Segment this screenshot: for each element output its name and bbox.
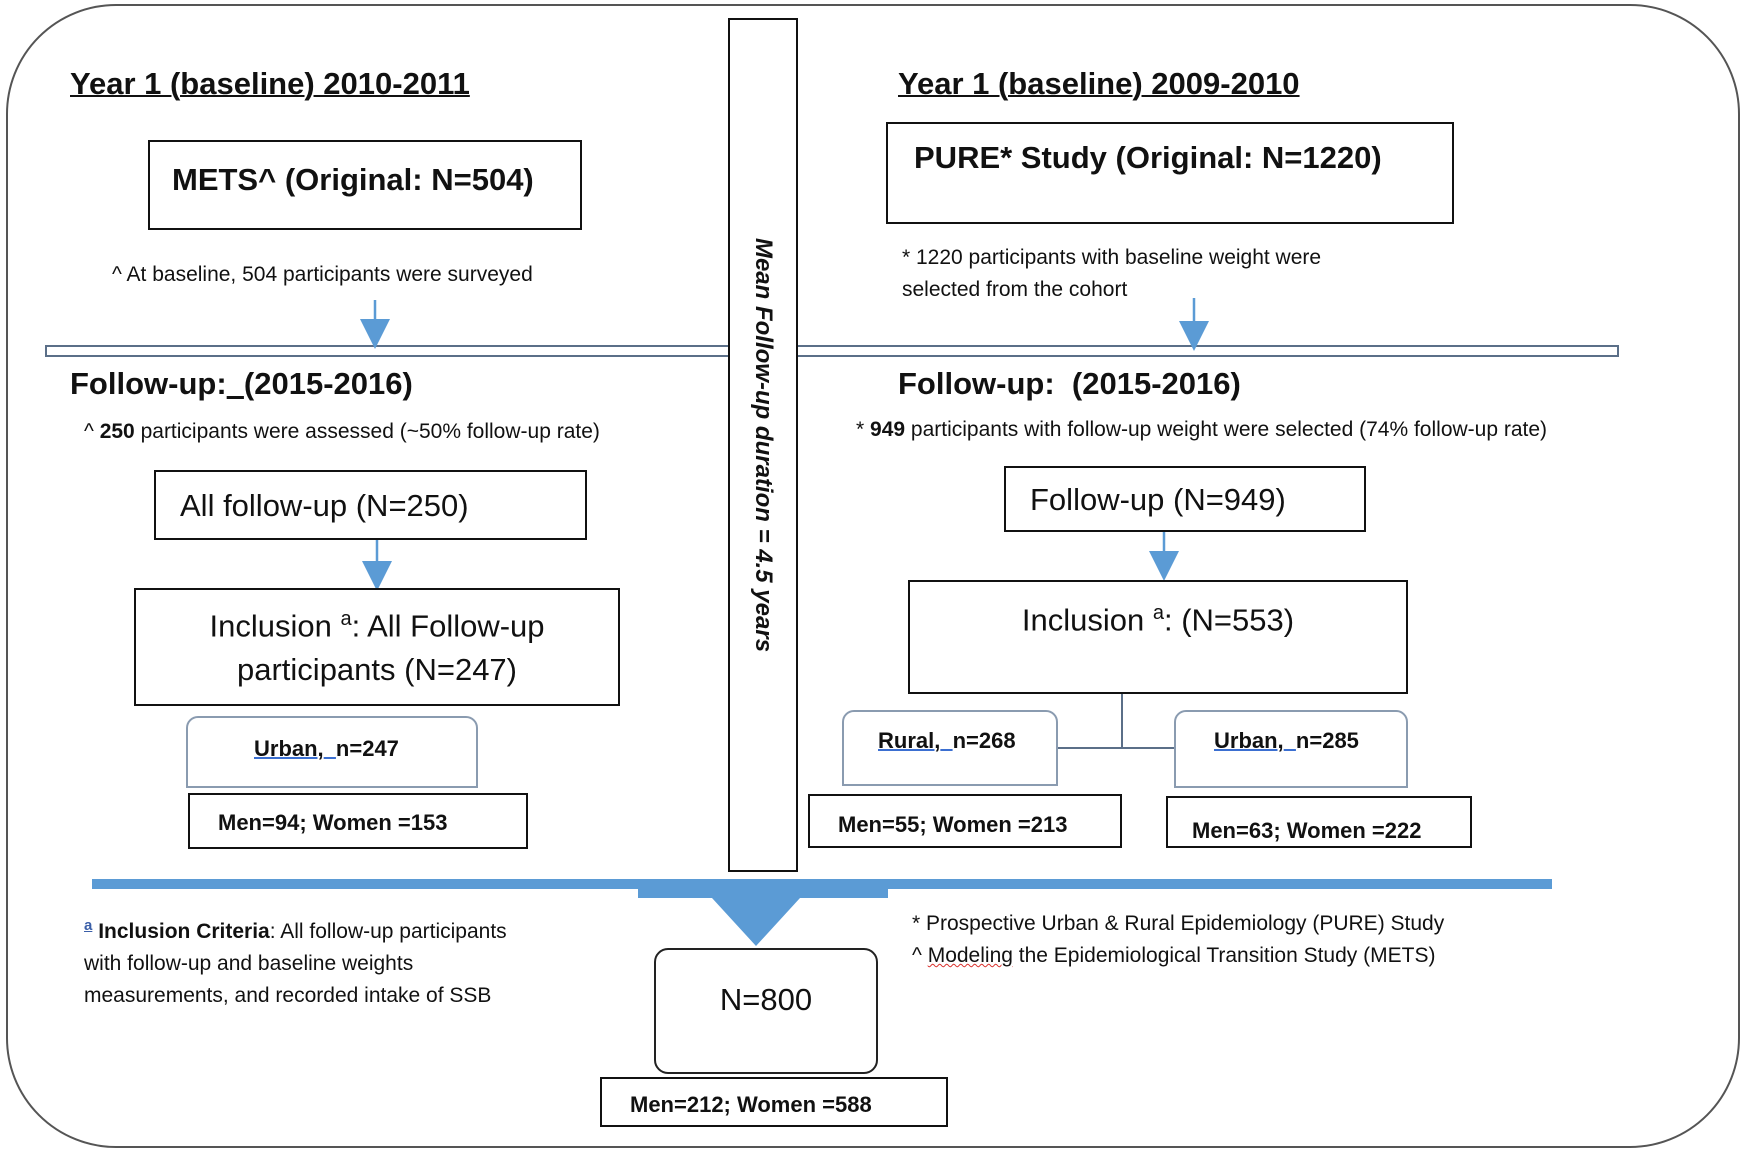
total-sex-split-label: Men=212; Women =588 [630, 1092, 872, 1117]
right-inclusion-prefix: Inclusion [1021, 602, 1153, 638]
right-followup-heading: Follow-up: (2015-2016) [898, 366, 1241, 402]
rural-box: Rural, n=268 [842, 710, 1058, 786]
total-label: N=800 [719, 982, 813, 1017]
left-followup-heading-a: Follow-up: [70, 366, 227, 401]
funnel-neck [638, 886, 888, 898]
right-urban-word: Urban, [1214, 728, 1284, 753]
mets-original-box: METS^ (Original: N=504) [148, 140, 582, 230]
pure-baseline-note-line1: * 1220 participants with baseline weight… [902, 246, 1322, 269]
inclusion-criteria-title: Inclusion Criteria [98, 920, 270, 943]
mets-baseline-note: ^ At baseline, 504 participants were sur… [112, 263, 533, 286]
mets-definition-rest: the Epidemiological Transition Study (ME… [1012, 944, 1436, 967]
left-followup-note: ^ 250 participants were assessed (~50% f… [84, 420, 600, 444]
right-inclusion-sup: a [1152, 602, 1164, 624]
right-urban-box: Urban, n=285 [1174, 710, 1408, 788]
inclusion-criteria-line2: with follow-up and baseline weights [84, 952, 414, 975]
mets-original-label: METS^ (Original: N=504) [172, 162, 534, 197]
left-urban-label: Urban, n=247 [254, 736, 399, 762]
right-urban-label: Urban, n=285 [1214, 728, 1359, 754]
inclusion-criteria-line1: a Inclusion Criteria: All follow-up part… [84, 910, 507, 948]
outer-rounded-frame [6, 4, 1740, 1148]
mets-definition-prefix: ^ [912, 944, 928, 967]
left-inclusion-prefix: Inclusion [209, 608, 341, 644]
right-followup-note-count: 949 [870, 418, 906, 441]
rural-sex-split-label: Men=55; Women =213 [838, 812, 1068, 837]
left-all-followup-box: All follow-up (N=250) [154, 470, 587, 540]
rural-sex-split-box: Men=55; Women =213 [808, 794, 1122, 848]
funnel-arrow [712, 898, 800, 946]
right-urban-sex-split-label: Men=63; Women =222 [1192, 818, 1422, 843]
right-urban-count: n=285 [1295, 728, 1359, 753]
section-divider-bar [45, 345, 1619, 357]
right-followup-note: * 949 participants with follow-up weight… [856, 418, 1547, 442]
rural-count: n=268 [952, 728, 1016, 753]
left-followup-note-prefix: ^ [84, 420, 100, 443]
right-inclusion-suffix: : (N=553) [1164, 602, 1295, 638]
mean-followup-label: Mean Follow-up duration = 4.5 years [750, 237, 777, 653]
left-year-heading: Year 1 (baseline) 2010-2011 [70, 66, 470, 101]
pure-baseline-note: * 1220 participants with baseline weight… [902, 242, 1321, 306]
mets-definition: ^ Modeling the Epidemiological Transitio… [912, 940, 1444, 972]
mean-followup-bar [728, 18, 798, 872]
rural-label: Rural, n=268 [878, 728, 1016, 754]
right-followup-note-prefix: * [856, 418, 871, 441]
left-inclusion-suffix: : All Follow-up [351, 608, 545, 644]
left-urban-word: Urban, [254, 736, 324, 761]
left-followup-note-count: 250 [99, 420, 135, 443]
right-urban-sex-split-box: Men=63; Women =222 [1166, 796, 1472, 848]
mets-definition-first-word: Modeling [927, 944, 1013, 967]
right-followup-heading-b: (2015-2016) [1071, 366, 1241, 401]
left-all-followup-label: All follow-up (N=250) [180, 488, 469, 523]
left-followup-note-text: participants were assessed (~50% follow-… [134, 420, 600, 443]
left-followup-heading-b: (2015-2016) [243, 366, 413, 401]
total-box: N=800 [654, 948, 878, 1074]
right-followup-heading-a: Follow-up: [898, 366, 1055, 401]
study-definitions: * Prospective Urban & Rural Epidemiology… [912, 908, 1444, 972]
rural-word: Rural, [878, 728, 941, 753]
left-inclusion-sup: a [340, 608, 352, 630]
left-inclusion-line2: participants (N=247) [237, 652, 517, 687]
pure-definition: * Prospective Urban & Rural Epidemiology… [912, 912, 1445, 935]
inclusion-criteria-line3: measurements, and recorded intake of SSB [84, 984, 492, 1007]
inclusion-criteria-marker: a [84, 917, 93, 934]
pure-original-label: PURE* Study (Original: N=1220) [914, 140, 1382, 175]
pure-baseline-note-line2: selected from the cohort [902, 278, 1128, 301]
bottom-divider-bar [92, 879, 1552, 889]
left-urban-count: n=247 [335, 736, 399, 761]
left-inclusion-line1: Inclusion a: All Follow-up [136, 608, 618, 644]
left-sex-split-label: Men=94; Women =153 [218, 810, 448, 835]
right-followup-note-text: participants with follow-up weight were … [905, 418, 1548, 441]
inclusion-criteria-footnote: a Inclusion Criteria: All follow-up part… [84, 910, 507, 1012]
right-year-heading: Year 1 (baseline) 2009-2010 [898, 66, 1300, 101]
left-followup-heading: Follow-up: (2015-2016) [70, 366, 413, 402]
total-sex-split-box: Men=212; Women =588 [600, 1077, 948, 1127]
pure-original-box: PURE* Study (Original: N=1220) [886, 122, 1454, 224]
right-followup-label: Follow-up (N=949) [1030, 482, 1286, 517]
right-inclusion-box: Inclusion a: (N=553) [908, 580, 1408, 694]
left-urban-box: Urban, n=247 [186, 716, 478, 788]
left-sex-split-box: Men=94; Women =153 [188, 793, 528, 849]
inclusion-criteria-text1: : All follow-up participants [269, 920, 507, 943]
left-inclusion-box: Inclusion a: All Follow-up participants … [134, 588, 620, 706]
right-inclusion-label: Inclusion a: (N=553) [910, 602, 1406, 638]
right-followup-box: Follow-up (N=949) [1004, 466, 1366, 532]
